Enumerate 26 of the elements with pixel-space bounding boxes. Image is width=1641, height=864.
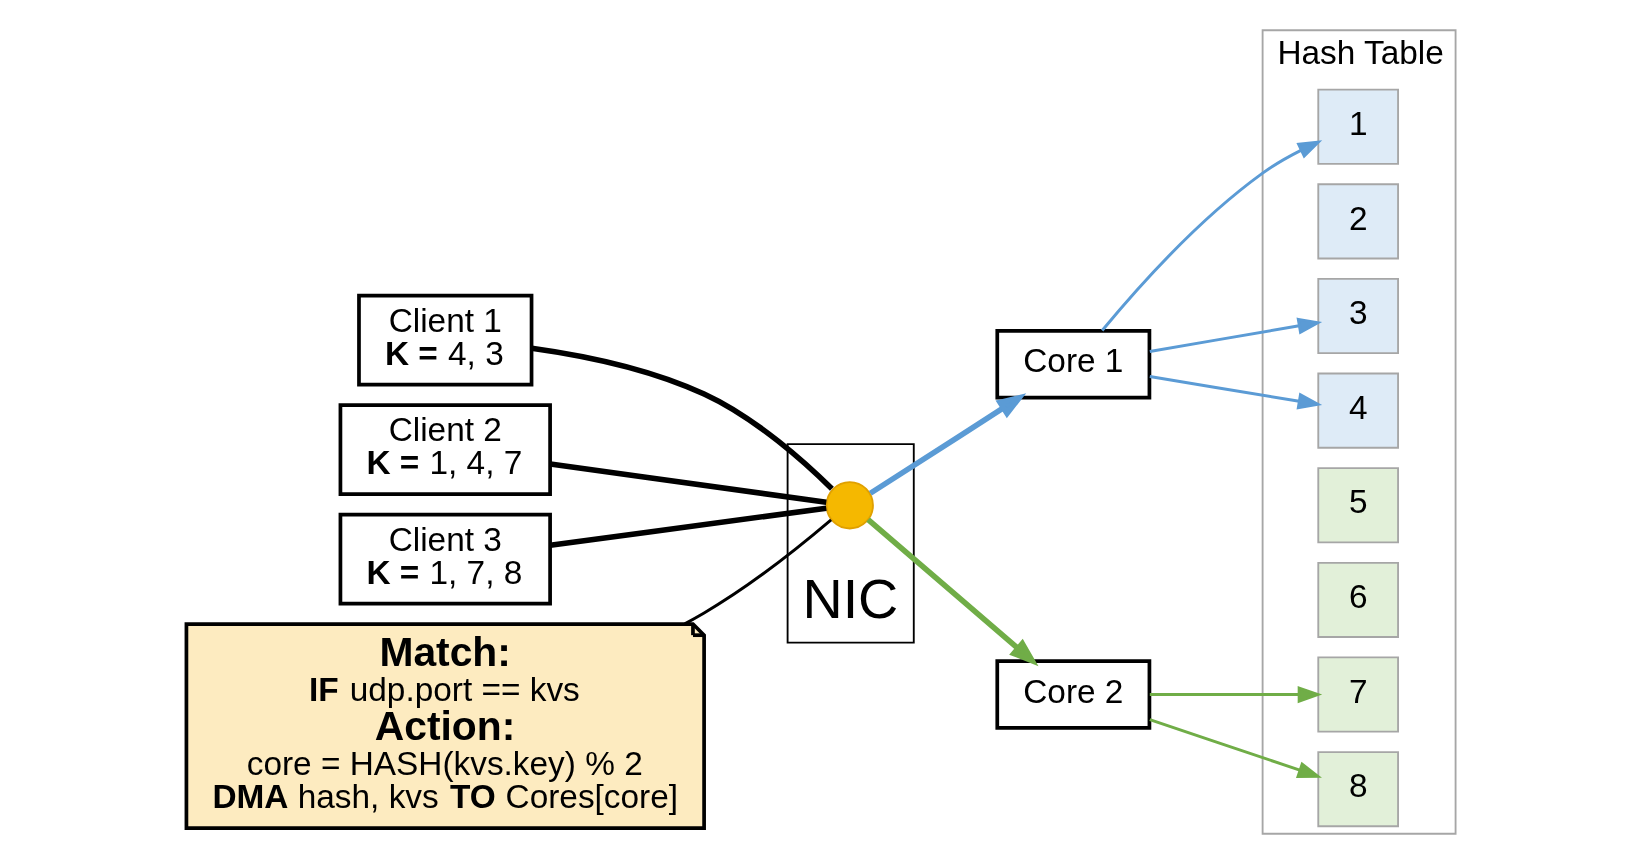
connector [683,518,832,626]
node-box: 8 [1316,751,1399,828]
node-box: 6 [1316,561,1399,638]
node-box: 2 [1316,183,1399,260]
node-box: Client 1 K = 4, 3 [356,293,533,387]
connector [549,461,827,506]
node-box: 3 [1316,278,1399,355]
arrow [868,393,1026,496]
arrow [1149,317,1322,353]
node-box: Client 2 K = 1, 4, 7 [338,403,552,496]
node-box: 5 [1316,467,1399,544]
connector [530,345,834,491]
node-box: 4 [1316,372,1399,449]
arrow [865,517,1038,667]
connector [549,505,827,548]
arrow [1149,685,1322,704]
node-box: 1 [1316,88,1399,165]
node-box: Core 2 [994,659,1151,730]
arrow [1100,140,1322,332]
arrow [1148,718,1322,778]
cluster: NIC [786,443,915,644]
node-box: Core 1 [994,329,1151,400]
arrow [1149,375,1322,410]
node-circle [825,481,874,530]
node-box: Client 3 K = 1, 7, 8 [338,512,552,606]
node-box: 7 [1316,656,1399,733]
